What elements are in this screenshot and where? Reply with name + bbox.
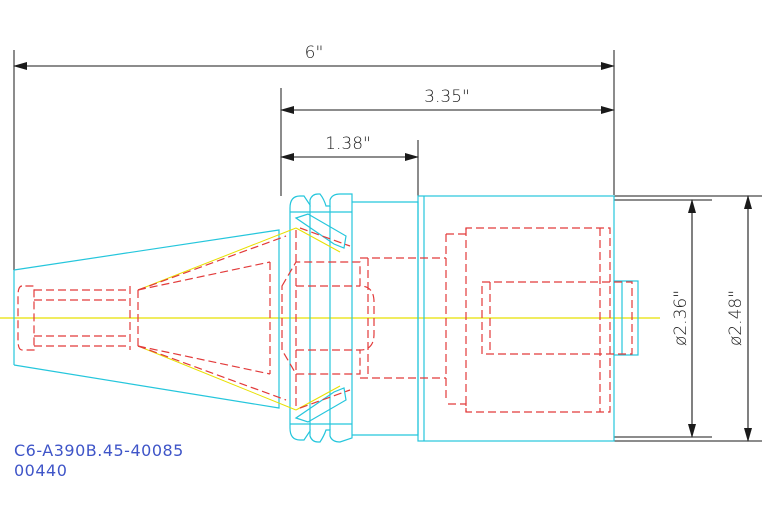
pull-stud [613,280,639,356]
construction-lines [137,227,341,411]
dim-text-flange: 1.38" [325,134,371,154]
hidden-lines [17,227,633,413]
dim-text-overall: 6" [305,43,324,63]
dim-text-gauge: 3.35" [424,87,470,107]
part-number-label: C6-A390B.45-40085 [14,441,184,460]
dimension-lines [13,62,752,442]
taper-outline [13,229,280,409]
visible-outline [13,193,639,443]
dim-text-bore: ø2.36" [671,290,691,346]
part-id-label: 00440 [14,461,68,480]
extension-lines [13,50,762,442]
dim-text-body: ø2.48" [726,290,746,346]
flange-outline [289,193,353,443]
